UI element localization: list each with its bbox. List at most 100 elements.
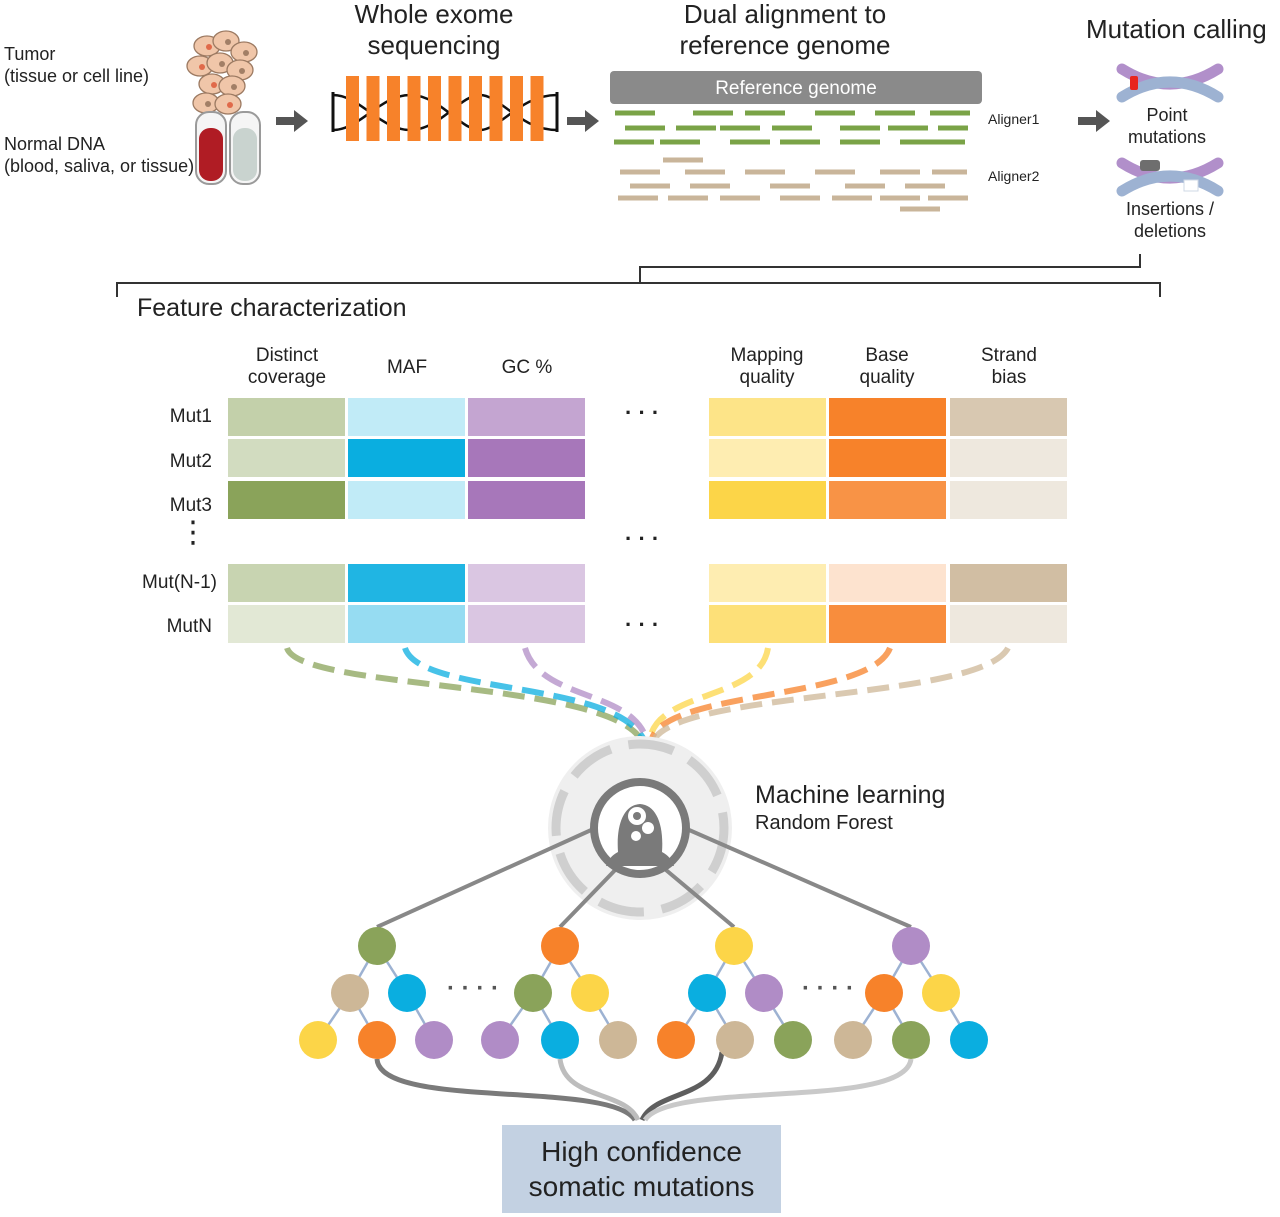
aligner1-read [780,139,820,145]
model-ring [551,739,729,917]
normal-dna-label: Normal DNA [4,134,106,154]
sequencing-title-2: sequencing [367,30,501,60]
aligner1-read [815,110,855,116]
cell-nucleus-icon [199,64,205,70]
tree-node [892,1021,930,1059]
feature-cell [468,398,585,436]
model-to-tree-line [376,824,601,929]
deletion-mark-icon [1183,179,1199,192]
column-header-base-quality-1: Base [865,345,909,366]
feature-cell [348,398,465,436]
feature-cell [348,564,465,602]
insertion-mark-icon [1140,160,1160,171]
row-label-mutn: MutN [166,616,212,637]
aligner1-read [930,139,965,145]
column-ellipsis-1: · · · [625,400,660,425]
bracket-connector [639,254,1141,283]
tree-node [892,927,930,965]
point-mutations-1: Point [1146,105,1188,125]
aligner2-read [630,183,670,189]
feature-cell [468,439,585,477]
cell-nucleus-icon [231,84,237,90]
tree-node [834,1021,872,1059]
aligner1-read [745,110,785,116]
feature-flow-line [402,646,646,740]
feature-cell [228,398,345,436]
column-header-base-quality-2: quality [859,367,915,388]
feature-cell [228,439,345,477]
leaf-to-output-line [642,1058,914,1122]
row-label-mut2: Mut2 [169,451,212,472]
aligner1-read [660,139,700,145]
exome-fragment [366,76,380,141]
aligner2-read [815,169,855,175]
gear-icon [642,822,654,834]
feature-cell [950,439,1067,477]
feature-cell [228,564,345,602]
indel-label-1: Insertions / [1125,199,1215,219]
column-header-strand-bias-1: Strand [981,345,1037,366]
cell-nucleus-icon [205,101,211,107]
alignment-title-1: Dual alignment to [683,0,887,29]
feature-cell [468,481,585,519]
aligner2-read [620,169,660,175]
aligner1-read [900,139,940,145]
random-forest-subtitle: Random Forest [755,812,893,834]
aligner1-read [840,125,880,131]
feature-cell [709,481,826,519]
leaf-to-output-line [374,1058,638,1122]
tree-node [514,974,552,1012]
feature-cell [950,564,1067,602]
exome-fragment [407,76,421,141]
exome-fragment [448,76,462,141]
row-label-mut1: Mut1 [169,406,212,427]
aligner2-read [690,183,730,189]
aligner1-read [693,110,733,116]
aligner1-read [930,110,970,116]
feature-bracket [116,282,1161,297]
tree-node [715,927,753,965]
point-mutation-chromosome-icon [1116,63,1224,103]
cell-nucleus-icon [225,39,231,45]
feature-flow-line [652,646,1011,741]
tree-node [688,974,726,1012]
reference-genome-label: Reference genome [715,78,877,99]
aligner2-read [932,169,967,175]
aligner1-read [720,125,760,131]
column-header-strand-bias-2: bias [991,367,1027,388]
feature-cell [829,564,946,602]
row-label-mut-n-minus-1: Mut(N-1) [142,572,217,593]
feature-cell [348,439,465,477]
tree-node [481,1021,519,1059]
exome-fragment [510,76,523,141]
aligner1-read [888,125,928,131]
row-label-mut3: Mut3 [169,495,212,516]
aligner1-read [875,110,915,116]
machine-learning-title: Machine learning [755,781,946,809]
arrow-right-icon [567,110,599,132]
exome-fragment [530,76,544,141]
column-header-mapping-quality-1: Mapping [730,345,804,366]
exome-fragment [346,76,359,141]
model-to-tree-line [658,863,736,929]
tree-node [950,1021,988,1059]
exome-fragment [489,76,503,141]
cell-nucleus-icon [211,82,217,88]
exome-fragment [387,76,400,141]
mutation-calling-title: Mutation calling [1086,14,1267,44]
tree-node [415,1021,453,1059]
column-header-maf: MAF [386,357,428,378]
feature-cell [228,605,345,643]
aligner2-read [780,195,820,201]
point-mutation-mark-icon [1130,76,1138,90]
leaf-to-output-line [639,1051,725,1122]
tree-node [657,1021,695,1059]
aligner2-read [900,206,940,212]
feature-cell [829,439,946,477]
aligner1-label: Aligner1 [988,111,1040,127]
aligner1-read [938,125,968,131]
indel-label-2: deletions [1133,221,1207,241]
column-header-mapping-quality-2: quality [739,367,795,388]
feature-cell [348,605,465,643]
